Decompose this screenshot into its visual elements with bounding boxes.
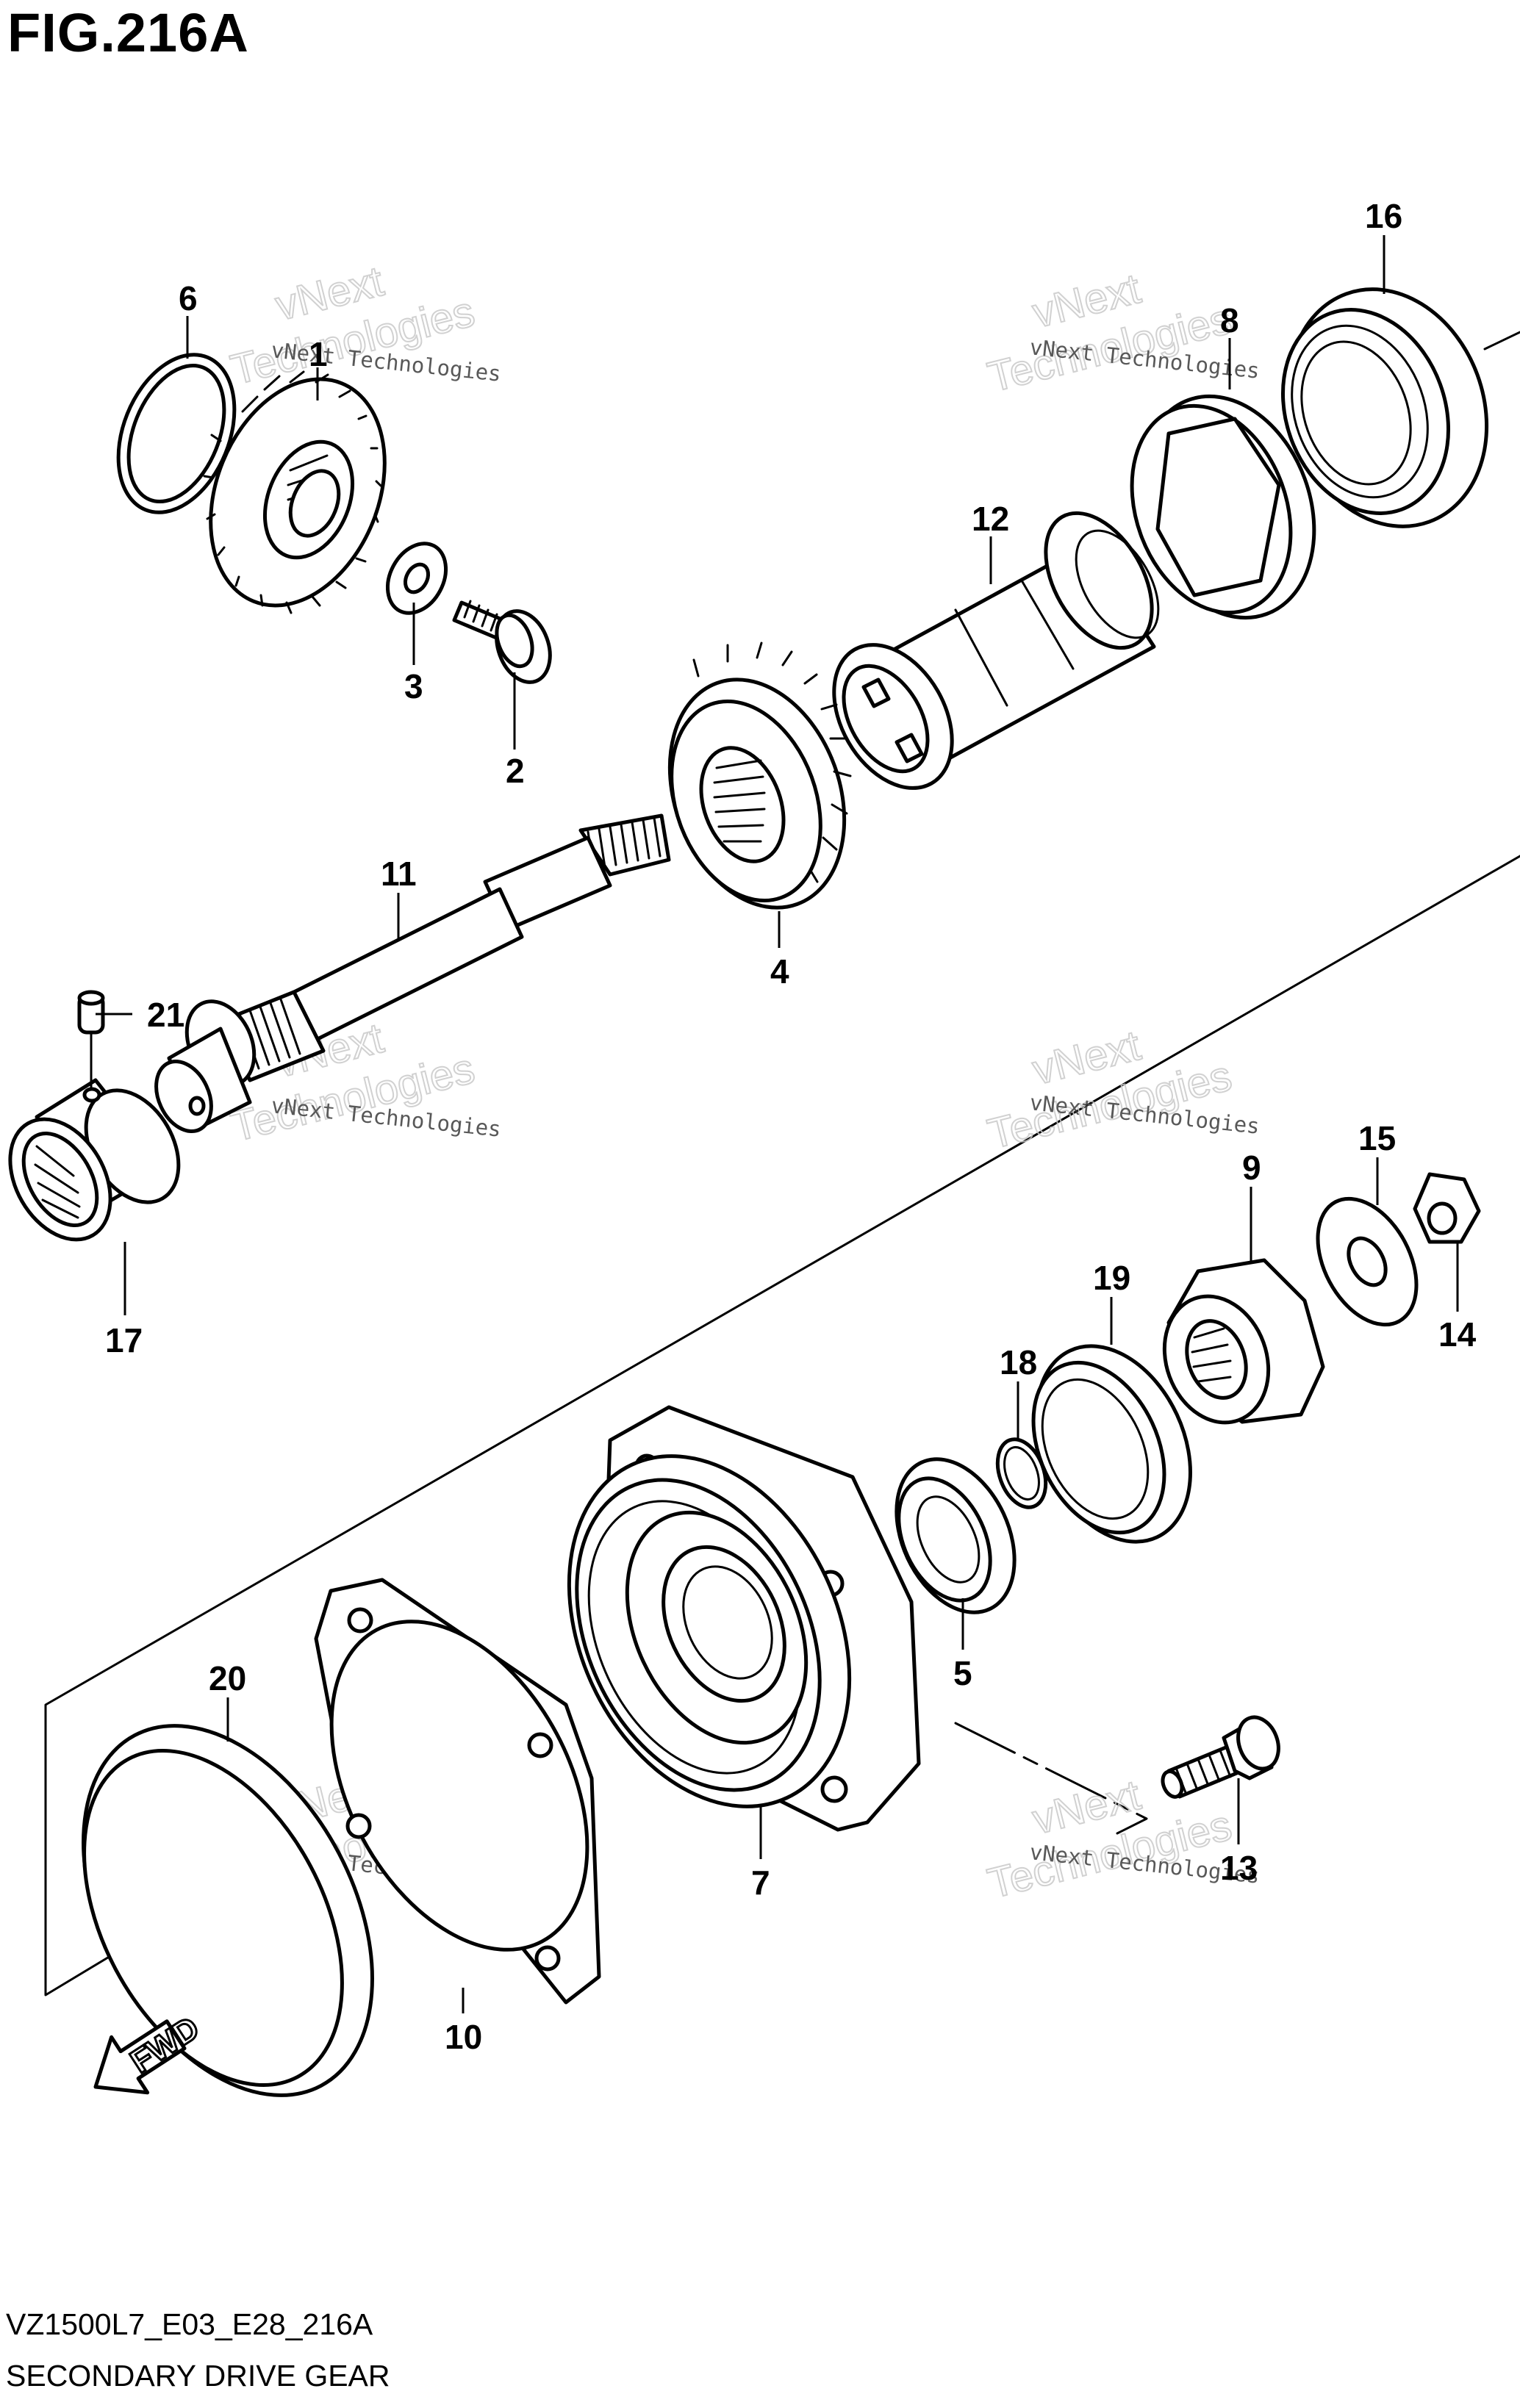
part-19-seal <box>1031 1344 1192 1544</box>
callout-9: 9 <box>1242 1149 1261 1187</box>
callout-18: 18 <box>1000 1343 1037 1381</box>
callout-16: 16 <box>1365 197 1402 235</box>
callout-17: 17 <box>105 1321 143 1359</box>
assembly-boundary <box>44 331 1520 1997</box>
part-5-oil-seal <box>895 1457 1017 1614</box>
part-18-o-ring <box>995 1437 1048 1509</box>
callout-21: 21 <box>147 996 184 1034</box>
callout-3: 3 <box>404 667 423 705</box>
part-11-shaft <box>154 813 671 1134</box>
part-21-dowel-pin <box>77 990 105 1035</box>
callout-11: 11 <box>381 855 417 893</box>
callout-15: 15 <box>1358 1119 1396 1157</box>
callout-5: 5 <box>953 1654 972 1692</box>
section-name: SECONDARY DRIVE GEAR <box>6 2359 390 2393</box>
part-4-bevel-gear <box>667 641 852 910</box>
part-7-bearing-housing <box>567 1405 921 1832</box>
part-15-washer <box>1316 1196 1419 1327</box>
part-16-oil-seal <box>1280 287 1489 528</box>
part-9-coupling <box>1162 1258 1325 1425</box>
callout-8: 8 <box>1220 301 1239 339</box>
part-3-washer <box>385 542 448 615</box>
callout-7: 7 <box>751 1863 770 1902</box>
callout-6: 6 <box>179 279 198 317</box>
callout-13: 13 <box>1220 1849 1258 1887</box>
callout-12: 12 <box>972 500 1009 538</box>
callout-4: 4 <box>770 952 789 991</box>
part-14-nut <box>1413 1172 1481 1244</box>
callout-19: 19 <box>1093 1259 1130 1297</box>
callout-10: 10 <box>445 2018 482 2056</box>
part-1-bevel-gear <box>203 370 387 614</box>
leader-lines <box>90 235 1459 2013</box>
part-10-gasket <box>314 1578 601 2005</box>
part-20-seal-ring <box>82 1724 374 2097</box>
part-13-bolt <box>1161 1715 1280 1799</box>
figure-title: FIG.216A <box>7 2 249 63</box>
callout-14: 14 <box>1438 1315 1477 1354</box>
callout-20: 20 <box>209 1659 246 1697</box>
callout-2: 2 <box>506 752 525 790</box>
model-code: VZ1500L7_E03_E28_216A <box>6 2307 373 2341</box>
callout-numbers: 6 1 3 2 4 11 12 8 16 21 17 15 9 14 19 18… <box>105 197 1477 2056</box>
part-8-hex-spacer <box>1130 394 1316 620</box>
part-12-sleeve <box>832 511 1160 790</box>
part-17-needle-bearing <box>8 1078 181 1242</box>
callout-1: 1 <box>309 335 328 373</box>
part-2-bolt <box>452 600 552 684</box>
